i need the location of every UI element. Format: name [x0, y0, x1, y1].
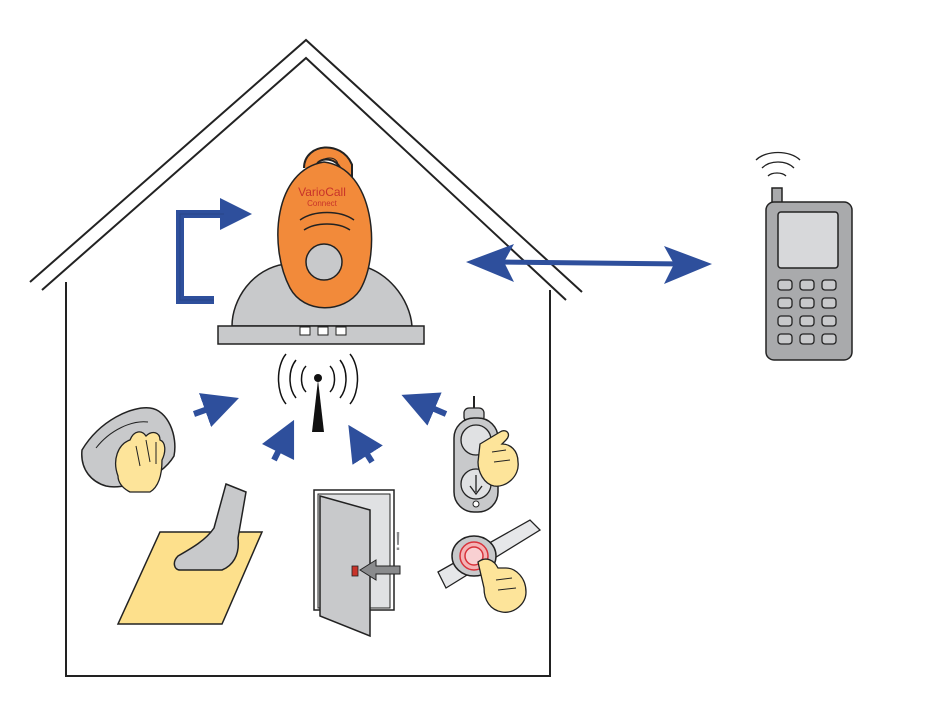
device-brand-line2: Connect — [307, 199, 338, 208]
radio-antenna-icon — [277, 353, 359, 432]
variocall-connect-device-icon: VarioCall Connect — [277, 146, 373, 309]
loop-arrow-icon — [176, 198, 252, 304]
door-contact-icon: ! — [313, 489, 402, 638]
wrist-button-icon — [437, 519, 542, 613]
door-alert-mark: ! — [394, 526, 401, 556]
mobile-phone-icon — [755, 151, 853, 361]
sensor-arrows — [192, 392, 448, 465]
device-brand-line1: VarioCall — [298, 185, 346, 199]
arrow-pad-icon — [192, 393, 239, 428]
bidirectional-arrow-icon — [466, 244, 712, 284]
arrow-mat-icon — [261, 419, 295, 462]
house-outline — [29, 38, 583, 677]
pendant-remote-icon — [453, 396, 519, 513]
pressure-pad-hand-icon — [81, 407, 176, 493]
arrow-pendant-icon — [401, 392, 448, 426]
arrow-door-icon — [348, 424, 383, 465]
floor-mat-foot-icon — [116, 482, 264, 625]
